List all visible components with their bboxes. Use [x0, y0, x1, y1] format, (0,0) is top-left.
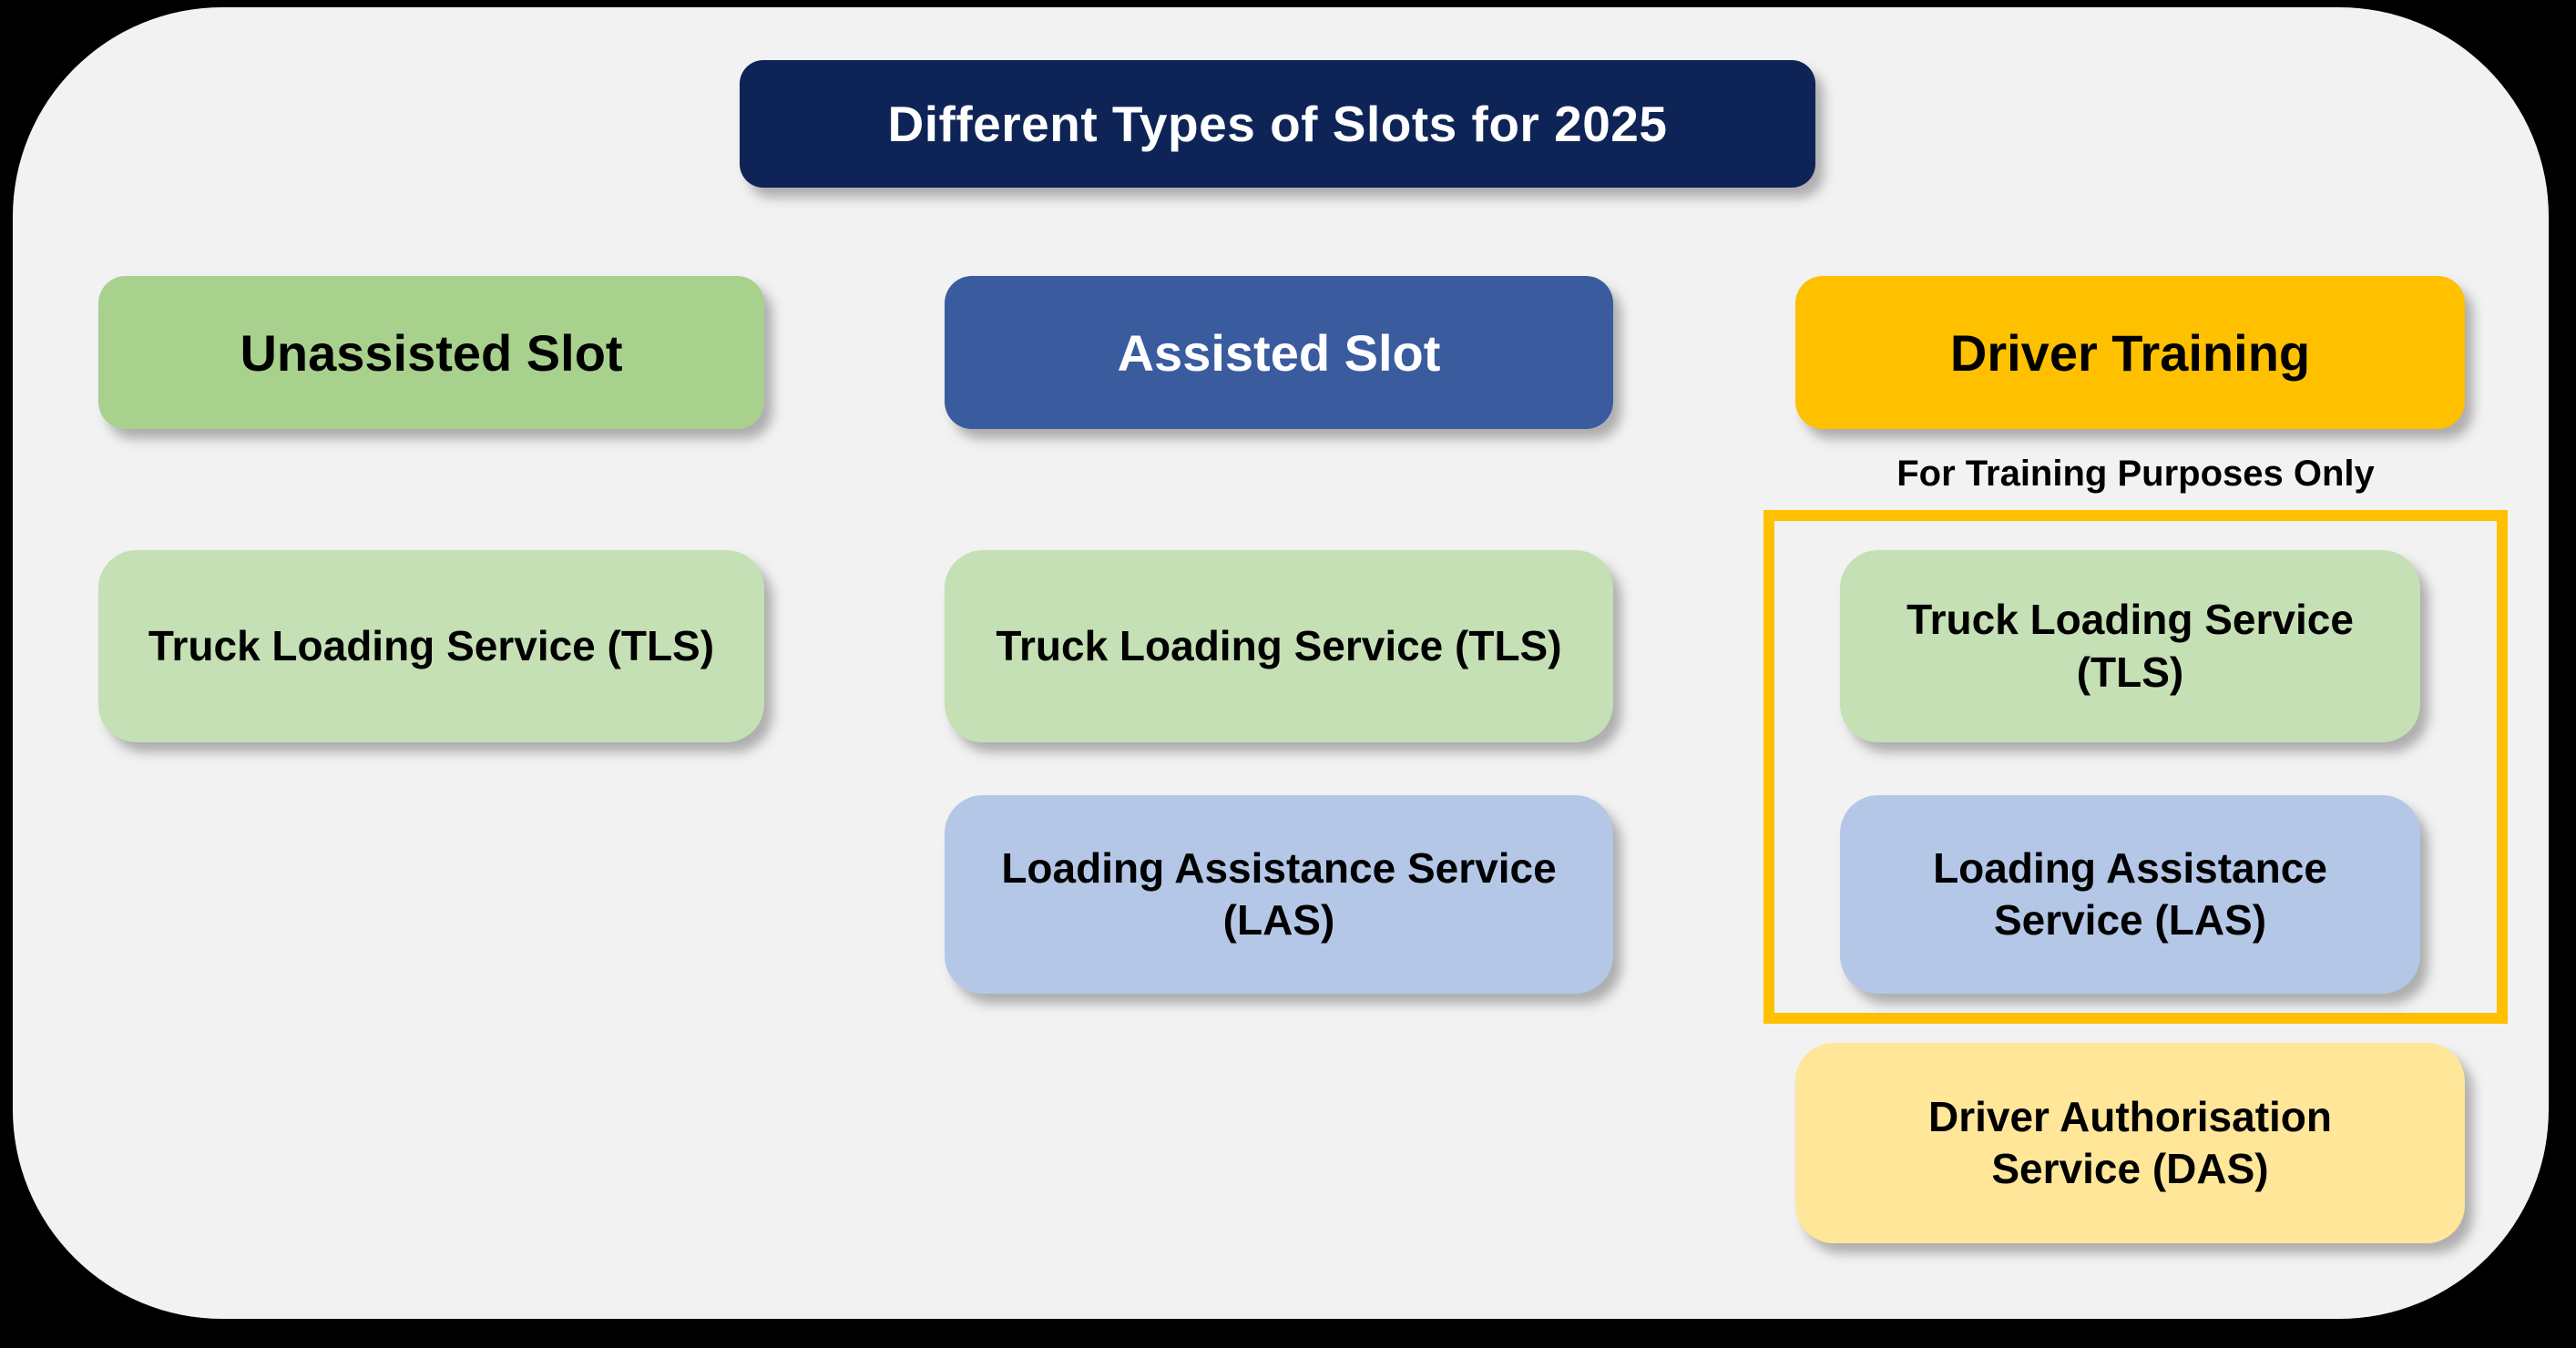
training-las-box: Loading Assistance Service (LAS): [1840, 795, 2420, 994]
training-highlight-frame: [1763, 510, 2508, 1024]
training-purposes-note: For Training Purposes Only: [1896, 454, 2375, 494]
assisted-las-box: Loading Assistance Service (LAS): [945, 795, 1613, 994]
header-assisted-slot: Assisted Slot: [945, 276, 1613, 429]
diagram-title: Different Types of Slots for 2025: [740, 60, 1815, 188]
header-unassisted-slot: Unassisted Slot: [98, 276, 764, 429]
header-driver-training: Driver Training: [1795, 276, 2465, 429]
assisted-tls-box: Truck Loading Service (TLS): [945, 550, 1613, 742]
driver-authorisation-service-box: Driver Authorisation Service (DAS): [1795, 1043, 2465, 1243]
training-tls-box: Truck Loading Service (TLS): [1840, 550, 2420, 742]
unassisted-tls-box: Truck Loading Service (TLS): [98, 550, 764, 742]
